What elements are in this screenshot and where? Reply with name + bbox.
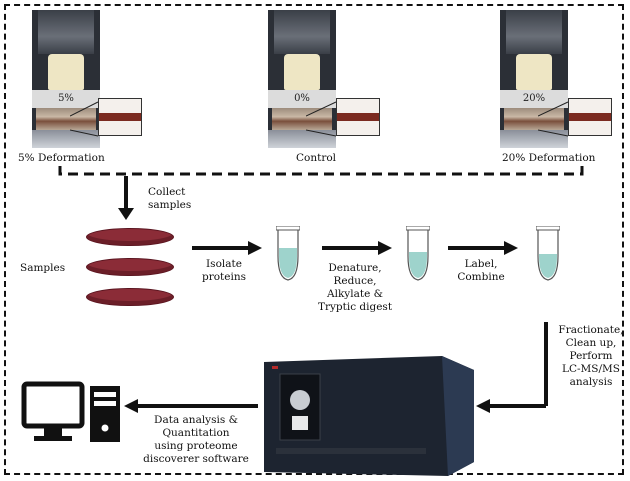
tube-icon <box>536 226 560 281</box>
tissue-inset-20 <box>568 98 612 136</box>
deformation-photo-20: 20% <box>500 10 568 148</box>
sample-disc <box>86 258 174 276</box>
data-analysis-text: Data analysis & Quantitation using prote… <box>143 414 249 465</box>
tissue-inset-5 <box>98 98 142 136</box>
sample-disc <box>86 288 174 306</box>
denature-text: Denature, Reduce, Alkylate & Tryptic dig… <box>317 262 393 313</box>
tissue-inset-control <box>336 98 380 136</box>
figure-frame <box>4 4 624 475</box>
inset-connector <box>538 101 569 137</box>
isolate-proteins-text: Isolate proteins <box>201 258 246 283</box>
tube-icon <box>276 226 300 281</box>
sample-disc <box>86 228 174 246</box>
plate-label: 20% <box>500 90 568 108</box>
label-5-deformation: 5% Deformation <box>18 152 105 164</box>
label-20-deformation: 20% Deformation <box>502 152 596 164</box>
plate-label: 5% <box>32 90 100 108</box>
fractionate-text: Fractionate, Clean up, Perform LC-MS/MS … <box>558 324 624 388</box>
samples-label: Samples <box>20 262 66 274</box>
computer-icon <box>21 381 120 442</box>
deformation-photo-5: 5% <box>32 10 100 148</box>
mass-spectrometer-icon <box>264 356 474 476</box>
collect-samples-text: Collect samples <box>148 186 192 211</box>
inset-connector <box>306 101 337 137</box>
label-control: Control <box>296 152 337 164</box>
tube-icon <box>406 226 430 281</box>
inset-connector <box>70 101 99 137</box>
label-combine-text: Label, Combine <box>457 258 505 283</box>
plate-label: 0% <box>268 90 336 108</box>
control-photo: 0% <box>268 10 336 148</box>
